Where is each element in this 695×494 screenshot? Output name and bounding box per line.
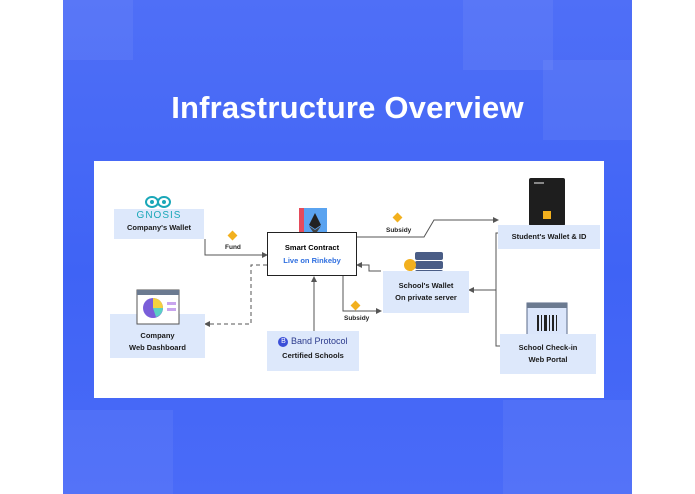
company-wallet-label: Company's Wallet — [126, 223, 192, 232]
token-icon-subsidy-bottom — [350, 300, 361, 311]
school-wallet-label-2: On private server — [395, 293, 457, 302]
smart-contract-node: Smart Contract Live on Rinkeby — [267, 232, 357, 276]
dashboard-chart-icon — [136, 289, 180, 325]
token-icon-fund — [227, 230, 238, 241]
page-title: Infrastructure Overview — [171, 90, 524, 125]
school-checkin-node: School Check-in Web Portal — [500, 334, 596, 374]
gnosis-logo-text: GNOSIS — [136, 210, 182, 221]
student-wallet-label: Student's Wallet & ID — [511, 232, 587, 241]
band-protocol-logo: B Band Protocol — [267, 335, 359, 347]
smart-contract-label: Smart Contract — [284, 243, 340, 252]
barcode-scanner-icon — [526, 302, 568, 340]
school-checkin-label-1: School Check-in — [518, 343, 578, 352]
connector-lines — [204, 212, 500, 347]
hardware-wallet-icon — [528, 177, 566, 227]
edge-label-subsidy-top: Subsidy — [386, 227, 412, 234]
diagram-panel: GNOSIS Company's Wallet Fund Company Web… — [94, 161, 604, 398]
company-dashboard-label-2: Web Dashboard — [129, 343, 186, 352]
company-wallet-node: GNOSIS Company's Wallet — [114, 209, 204, 239]
student-wallet-node: Student's Wallet & ID — [498, 225, 600, 249]
edge-label-subsidy-bottom: Subsidy — [344, 315, 370, 322]
slide-background: Infrastructure Overview — [63, 0, 632, 494]
band-protocol-icon: B — [278, 336, 289, 347]
token-icon-subsidy-top — [392, 212, 403, 223]
certified-schools-label: Certified Schools — [282, 351, 344, 360]
gnosis-owl-icon — [141, 195, 175, 209]
certified-schools-node: B Band Protocol Certified Schools — [267, 331, 359, 371]
company-dashboard-label-1: Company — [140, 331, 175, 340]
school-wallet-label-1: School's Wallet — [398, 281, 454, 290]
school-wallet-node: School's Wallet On private server — [383, 271, 469, 313]
school-checkin-label-2: Web Portal — [528, 355, 568, 364]
smart-contract-sublabel: Live on Rinkeby — [283, 256, 341, 265]
edge-label-fund: Fund — [225, 244, 241, 251]
band-protocol-text: Band Protocol — [290, 336, 348, 346]
